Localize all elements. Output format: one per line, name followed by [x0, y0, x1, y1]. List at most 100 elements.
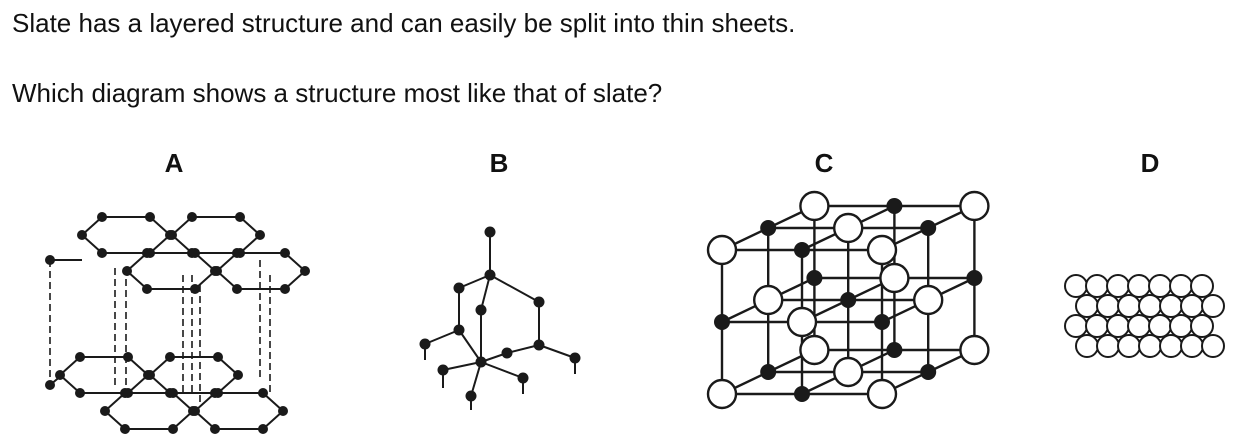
top-layer-atom [145, 212, 155, 222]
bottom-layer-atom [278, 406, 288, 416]
top-layer-atom [187, 212, 197, 222]
packed-particle [1064, 314, 1088, 338]
bottom-layer-atom [168, 424, 178, 434]
small-ion [966, 270, 983, 286]
diagram-a-layered-structure[interactable] [40, 205, 310, 440]
top-layer-atom [212, 266, 222, 276]
diagram-b-tetrahedral-structure[interactable] [415, 220, 590, 410]
covalent-bond [480, 274, 491, 311]
packed-particle [1127, 274, 1151, 298]
atom [517, 372, 529, 384]
covalent-bond [458, 329, 482, 363]
packed-particle [1190, 314, 1214, 338]
atom [533, 296, 545, 308]
top-layer-atom [190, 248, 200, 258]
atom [453, 324, 465, 336]
bottom-layer-atom [168, 388, 178, 398]
packed-particle [1106, 274, 1130, 298]
large-ion [706, 234, 738, 266]
large-ion [912, 284, 944, 316]
top-layer-atom [255, 230, 265, 240]
top-layer-atom [122, 266, 132, 276]
top-layer-atom [190, 284, 200, 294]
large-ion [959, 334, 990, 366]
option-label-a: A [164, 148, 184, 178]
covalent-bond [480, 361, 524, 379]
large-ion [786, 306, 818, 338]
top-layer-atom [280, 248, 290, 258]
covalent-bond [442, 361, 482, 371]
small-ion [920, 364, 937, 380]
small-ion [794, 386, 810, 402]
large-ion [706, 378, 738, 410]
top-layer-atom [232, 284, 242, 294]
bottom-layer-atom [233, 370, 243, 380]
top-layer-atom [167, 230, 177, 240]
small-ion [920, 220, 937, 236]
packed-particle [1180, 294, 1204, 318]
bottom-layer-atom [210, 424, 220, 434]
diagram-c-ionic-lattice[interactable] [700, 190, 990, 435]
bottom-layer-atom [100, 406, 110, 416]
packed-particle [1085, 314, 1109, 338]
packed-particle [1096, 334, 1120, 358]
atom [453, 282, 465, 294]
large-ion [866, 378, 898, 410]
packed-particle [1169, 274, 1193, 298]
small-ion [874, 314, 890, 330]
top-layer-atom [235, 212, 245, 222]
packed-particle [1064, 274, 1088, 298]
atom [475, 356, 487, 368]
bottom-layer-atom [165, 352, 175, 362]
option-label-d: D [1140, 148, 1160, 178]
top-layer-atom [97, 248, 107, 258]
packed-particle [1201, 294, 1225, 318]
top-layer-atom [77, 230, 87, 240]
option-label-c: C [814, 148, 834, 178]
packed-particle [1159, 334, 1183, 358]
atom [501, 347, 513, 359]
covalent-bond [538, 344, 576, 359]
atom [533, 339, 545, 351]
bottom-layer-atom [145, 370, 155, 380]
option-label-b: B [489, 148, 509, 178]
packed-particle [1148, 274, 1172, 298]
large-ion [799, 334, 830, 366]
small-ion [760, 364, 777, 380]
diagram-d-close-packed-structure[interactable] [1060, 270, 1230, 375]
packed-particle [1106, 314, 1130, 338]
top-layer-atom [142, 248, 152, 258]
covalent-bond [470, 361, 482, 397]
top-layer-atom [280, 284, 290, 294]
packed-particle [1085, 274, 1109, 298]
packed-particle [1138, 294, 1162, 318]
top-layer-atom [45, 255, 55, 265]
small-ion [794, 242, 810, 258]
packed-particle [1127, 314, 1151, 338]
top-layer-atom [300, 266, 310, 276]
large-ion [866, 234, 898, 266]
small-ion [840, 292, 857, 308]
packed-particle [1190, 274, 1214, 298]
packed-particle [1075, 334, 1099, 358]
large-ion [959, 190, 990, 222]
atom [475, 304, 487, 316]
packed-particle [1138, 334, 1162, 358]
packed-particle [1117, 334, 1141, 358]
question-prompt: Which diagram shows a structure most lik… [12, 78, 663, 108]
bottom-layer-atom [210, 388, 220, 398]
bottom-layer-atom [123, 352, 133, 362]
question-statement: Slate has a layered structure and can ea… [12, 8, 796, 38]
covalent-bond [424, 329, 460, 345]
large-ion [879, 262, 910, 294]
packed-particle [1096, 294, 1120, 318]
atom [419, 338, 431, 350]
small-ion [760, 220, 777, 236]
packed-particle [1117, 294, 1141, 318]
atom [484, 269, 496, 281]
atom [484, 226, 496, 238]
large-ion [832, 212, 864, 244]
bottom-layer-atom [45, 380, 55, 390]
top-layer-atom [142, 284, 152, 294]
packed-particle [1148, 314, 1172, 338]
